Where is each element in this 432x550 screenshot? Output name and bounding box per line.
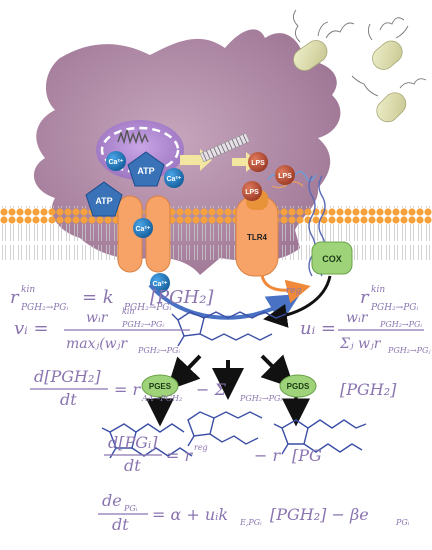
eq2-den-sub: PGH₂→PGᵢ bbox=[137, 346, 180, 355]
tlr4-label: TLR4 bbox=[247, 233, 268, 242]
calcium-ion-1 bbox=[106, 151, 126, 171]
eq5-rhs-sub: E,PGᵢ bbox=[239, 518, 262, 527]
eq2-num: wᵢr bbox=[86, 310, 109, 326]
bacterium-3 bbox=[376, 92, 407, 123]
eq3-rhs-a-sub: AA→PGH₂ bbox=[141, 394, 182, 403]
bacteria-group bbox=[293, 9, 427, 123]
eq4-dt: dt bbox=[124, 456, 141, 475]
eq1-lhs: r bbox=[10, 287, 20, 308]
calcium-ion-3-label: Ca²⁺ bbox=[136, 226, 151, 233]
cox-enzyme bbox=[311, 241, 353, 275]
flagella-1 bbox=[293, 9, 355, 43]
eq5-num: de bbox=[102, 491, 122, 510]
tlr4-arrow-orange bbox=[260, 274, 311, 304]
eq4-num: d[PGᵢ] bbox=[108, 433, 158, 452]
eq2-u: uᵢ = bbox=[300, 318, 336, 339]
calcium-ion-2-label: Ca²⁺ bbox=[167, 176, 182, 183]
mrna-strip bbox=[199, 132, 250, 163]
eq3-rhs-b: − Σ bbox=[196, 380, 226, 399]
lps-2-label: LPS bbox=[278, 173, 292, 180]
pges-arrow bbox=[166, 354, 202, 391]
atp-pentagon-2 bbox=[85, 181, 123, 217]
calcium-channel bbox=[117, 195, 171, 273]
bacterium-2 bbox=[372, 40, 403, 70]
pgds-enzyme bbox=[279, 374, 317, 398]
eq1-mid: = k bbox=[82, 287, 114, 308]
eq2-v: vᵢ = bbox=[14, 318, 49, 339]
eq2-num-sup: kin bbox=[122, 307, 135, 316]
flagella-3 bbox=[351, 75, 427, 97]
ion-group: Ca²⁺ Ca²⁺ Ca²⁺ Ca²⁺ ATP ATP bbox=[85, 151, 184, 293]
eq3-num: d[PGH₂] bbox=[34, 367, 101, 386]
flagella-2 bbox=[367, 17, 409, 41]
pge2-molecule bbox=[101, 423, 193, 459]
pgds-arrow bbox=[260, 354, 295, 389]
eq3-rhs-c: [PGH₂] bbox=[340, 380, 397, 399]
atp-2-label: ATP bbox=[95, 196, 112, 206]
calcium-ion-1-label: Ca²⁺ bbox=[109, 159, 124, 166]
chromatin bbox=[117, 129, 149, 145]
eq3-rhs-a: = r bbox=[114, 380, 141, 399]
equation-rkin: r kin PGH₂→PGᵢ = k PGH₂→PGᵢ [PGH₂] reg r… bbox=[10, 285, 418, 313]
eq4-rhs-c: [PG bbox=[292, 446, 322, 465]
eq4-rhs-a: = r bbox=[166, 446, 193, 465]
eq2-u-num-sub: PGH₂→PGᵢ bbox=[379, 320, 422, 329]
eq5-rhs: = α + uᵢk bbox=[152, 505, 228, 524]
eq-rkin-right-sub: PGH₂→PGᵢ bbox=[370, 303, 418, 313]
eq5-dt: dt bbox=[112, 515, 129, 534]
calcium-ion-4-label: Ca²⁺ bbox=[153, 281, 168, 288]
atp-pentagon-1 bbox=[127, 151, 165, 187]
equation-dpgh2: d[PGH₂] dt = r AA→PGH₂ − Σ PGH₂→PGᵢ [PGH… bbox=[30, 367, 397, 409]
eq2-num-sub: PGH₂→PGᵢ bbox=[121, 320, 164, 329]
eq-rkin-right-sup: kin bbox=[371, 285, 385, 295]
calcium-ion-2 bbox=[164, 168, 184, 188]
equation-dpgi: d[PGᵢ] dt = r reg − r [PG bbox=[104, 433, 322, 475]
pgi-molecule bbox=[187, 411, 263, 447]
pgds-label: PGDS bbox=[287, 382, 310, 391]
pges-enzyme bbox=[141, 374, 179, 398]
bacterium-1 bbox=[293, 40, 328, 71]
cox-label: COX bbox=[322, 254, 342, 264]
eq5-rhs2: [PGH₂] − βe bbox=[270, 505, 369, 524]
cox-arrow-black bbox=[263, 275, 332, 328]
lps-3-label: LPS bbox=[245, 189, 259, 196]
eq5-rhs2-sub: PGᵢ bbox=[395, 518, 410, 527]
nucleus-inner-dashed bbox=[100, 126, 180, 174]
eq3-dt: dt bbox=[60, 390, 77, 409]
eq-reg-main: reg bbox=[286, 286, 302, 296]
eq1-sub: PGH₂→PGᵢ bbox=[20, 303, 68, 313]
eq2-den: maxⱼ(wⱼr bbox=[66, 336, 128, 352]
eq-rkin-right: r bbox=[360, 287, 370, 308]
lps-2 bbox=[275, 165, 295, 185]
eq1-rhs: [PGH₂] bbox=[150, 287, 214, 308]
eq1-sup: kin bbox=[21, 285, 35, 295]
equation-depgi: de PGᵢ dt = α + uᵢk E,PGᵢ [PGH₂] − βe PG… bbox=[98, 491, 410, 534]
eq1-mid-sub: PGH₂→PGᵢ bbox=[123, 303, 171, 313]
lps-1 bbox=[248, 152, 268, 172]
lps-group: LPS LPS LPS bbox=[242, 152, 295, 201]
pgh2-molecule bbox=[171, 311, 287, 347]
eq5-num-sub: PGᵢ bbox=[123, 504, 138, 513]
eq4-rhs-b: − r bbox=[254, 446, 281, 465]
calcium-ion-3 bbox=[133, 218, 153, 238]
pges-label: PGES bbox=[149, 382, 172, 391]
atp-1-label: ATP bbox=[137, 166, 154, 176]
pgd2-molecule bbox=[273, 419, 367, 455]
lps-3 bbox=[242, 181, 262, 201]
eq2-u-den-sub: PGH₂→PGⱼ bbox=[387, 346, 431, 355]
eq2-u-den: Σⱼ wⱼr bbox=[339, 336, 382, 352]
equation-vi-ui: vᵢ = wᵢr kin PGH₂→PGᵢ maxⱼ(wⱼr PGH₂→PGᵢ … bbox=[14, 307, 431, 355]
eq3-rhs-b-sub: PGH₂→PGᵢ bbox=[239, 394, 282, 403]
cell-membrane bbox=[0, 206, 432, 260]
eq4-rhs-a-sup: reg bbox=[194, 443, 208, 452]
lps-1-label: LPS bbox=[251, 160, 265, 167]
eq2-u-num: wᵢr bbox=[346, 310, 369, 326]
